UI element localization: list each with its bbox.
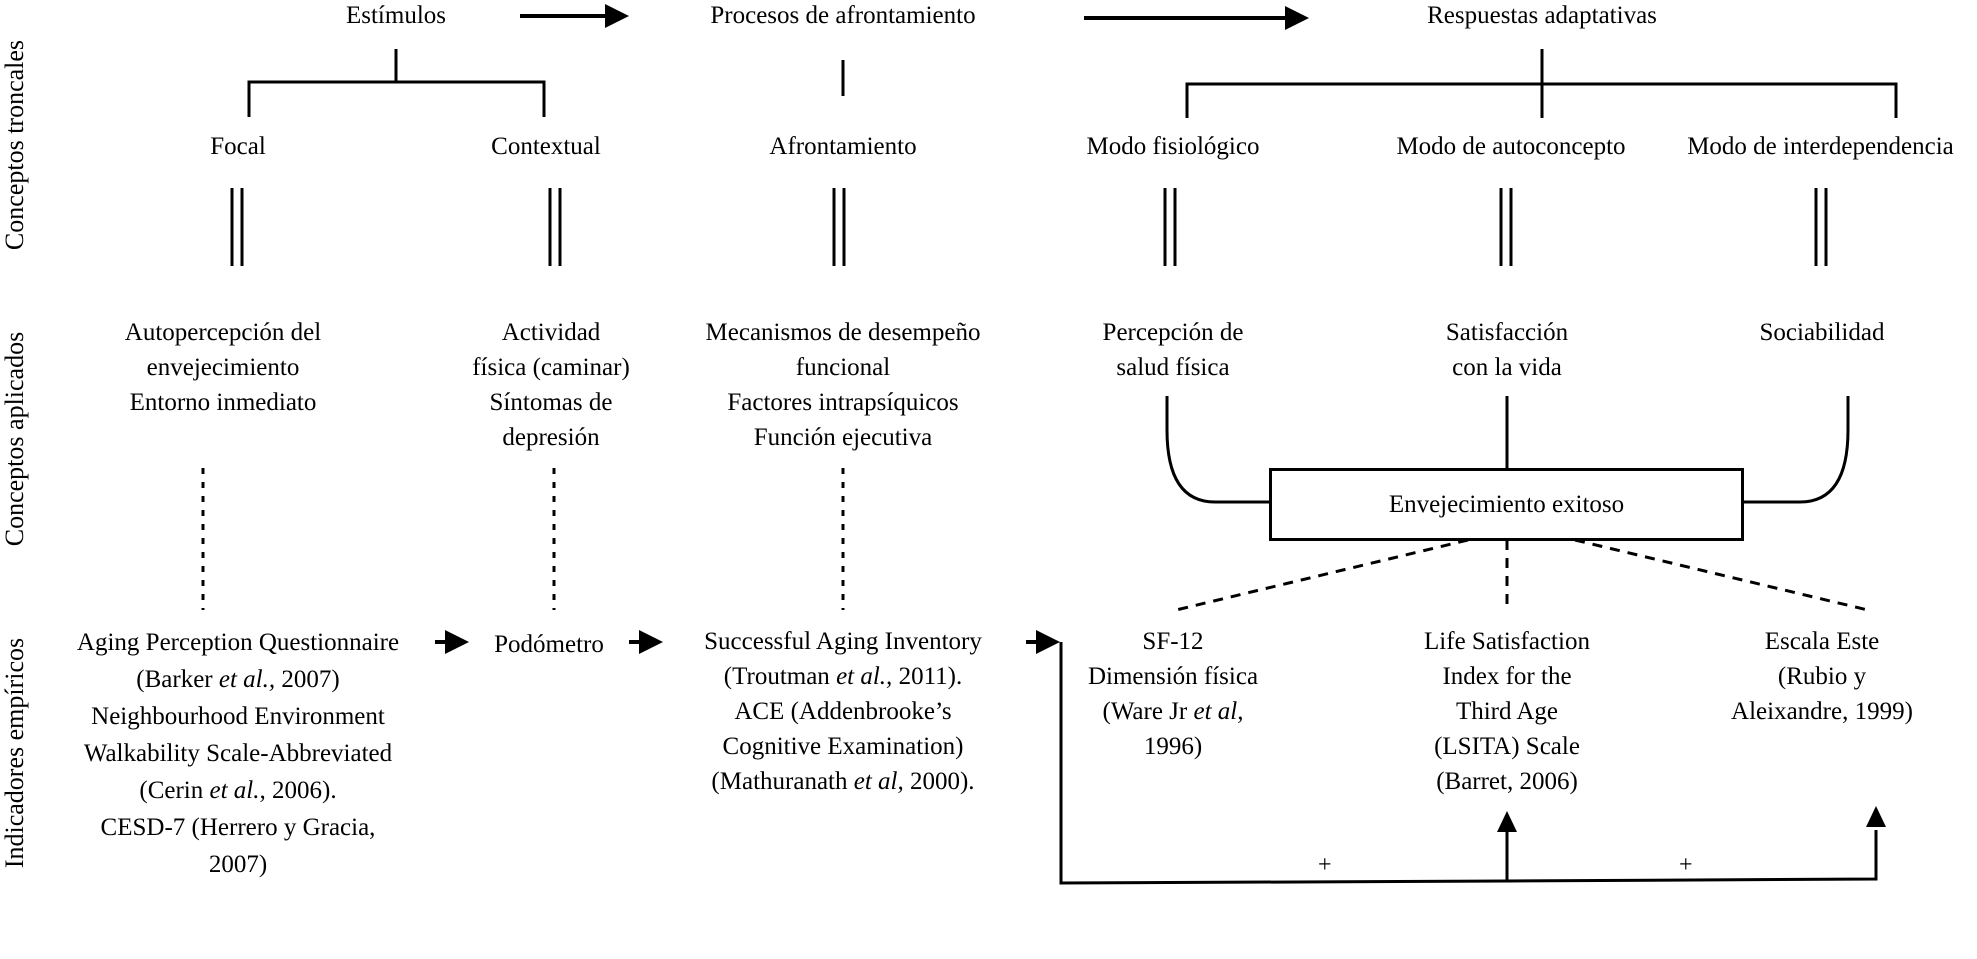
indicator-focal: Aging Perception Questionnaire (Barker e…: [43, 624, 433, 883]
text-line: Dimensión física: [1087, 663, 1259, 690]
text-line: Actividad: [501, 319, 601, 346]
indicator-interdependence: Escala Este (Rubio y Aleixandre, 1999): [1702, 624, 1942, 729]
trunk-coping: Afrontamiento: [769, 133, 917, 160]
feedback-sign-1: +: [1318, 852, 1332, 878]
text-line: (Rubio y: [1777, 663, 1867, 690]
text-line: Síntomas de: [489, 389, 613, 416]
dotted-connectors: [201, 468, 845, 610]
text-line: ACE (Addenbrooke’s: [734, 698, 952, 725]
indicator-contextual: Podómetro: [494, 631, 604, 658]
text-line: física (caminar): [472, 354, 630, 381]
arrowhead-lsita: [1497, 811, 1517, 832]
text-line: (Barker et al., 2007): [136, 666, 340, 693]
text-line: Escala Este: [1764, 628, 1880, 655]
text-line: (Cerin et al., 2006).: [139, 777, 337, 804]
text-line: Aging Perception Questionnaire: [76, 629, 400, 656]
text-line: (Ware Jr et al,: [1102, 698, 1244, 725]
text-line: Función ejecutiva: [753, 424, 933, 451]
text-line: (LSITA) Scale: [1434, 733, 1580, 760]
text-line: (Barret, 2006): [1436, 768, 1578, 795]
text-line: 2007): [208, 851, 268, 878]
trunk-physiological-mode: Modo fisiológico: [1086, 133, 1260, 160]
responses-bracket: [1185, 49, 1898, 118]
text-line: funcional: [795, 354, 891, 381]
arrowhead-escala-este: [1866, 806, 1886, 827]
trunk-self-concept-mode: Modo de autoconcepto: [1396, 133, 1626, 160]
text-line: Aleixandre, 1999): [1731, 698, 1913, 725]
text-line: salud física: [1116, 354, 1230, 381]
text-line: Neighbourhood Environment: [91, 703, 385, 730]
row-label-empirical-indicators: Indicadores empíricos: [0, 637, 29, 869]
text-line: Autopercepción del: [124, 319, 322, 346]
feedback-loop: [1059, 642, 1878, 885]
text-line: SF-12: [1142, 628, 1204, 655]
applied-interdependence: Sociabilidad: [1722, 315, 1922, 350]
text-line: Sociabilidad: [1759, 319, 1885, 346]
applied-self-concept: Satisfacción con la vida: [1407, 315, 1607, 385]
text-line: Mecanismos de desempeño: [705, 319, 981, 346]
indicator-self-concept: Life Satisfaction Index for the Third Ag…: [1407, 624, 1607, 799]
text-line: Entorno inmediato: [129, 389, 317, 416]
text-line: Successful Aging Inventory: [704, 628, 982, 655]
text-line: 1996): [1143, 733, 1203, 760]
text-line: Cognitive Examination): [722, 733, 964, 760]
outcome-connectors: [1165, 396, 1850, 504]
text-line: con la vida: [1452, 354, 1562, 381]
applied-contextual: Actividad física (caminar) Síntomas de d…: [446, 315, 656, 455]
adaptive-responses-heading: Respuestas adaptativas: [1427, 2, 1657, 29]
text-line: Life Satisfaction: [1424, 628, 1590, 655]
text-line: Index for the: [1442, 663, 1572, 690]
text-line: envejecimiento: [146, 354, 300, 381]
coping-processes-heading: Procesos de afrontamiento: [710, 2, 976, 29]
trunk-interdependence-mode: Modo de interdependencia: [1687, 133, 1954, 160]
feedback-arrowheads: [1497, 806, 1886, 832]
text-line: depresión: [502, 424, 600, 451]
successful-aging-label: Envejecimiento exitoso: [1388, 490, 1625, 518]
text-line: Walkability Scale-Abbreviated: [83, 740, 393, 767]
successful-aging-box: Envejecimiento exitoso: [1269, 468, 1744, 541]
applied-physiological: Percepción de salud física: [1073, 315, 1273, 385]
row-label-trunk-concepts: Conceptos troncales: [0, 39, 29, 251]
trunk-contextual: Contextual: [491, 133, 601, 160]
applied-focal: Autopercepción del envejecimiento Entorn…: [103, 315, 343, 420]
feedback-sign-2: +: [1679, 852, 1693, 878]
text-line: (Troutman et al., 2011).: [723, 663, 963, 690]
double-line-connectors: [230, 188, 1828, 266]
text-line: Satisfacción: [1445, 319, 1569, 346]
indicator-coping: Successful Aging Inventory (Troutman et …: [673, 624, 1013, 799]
indicator-physiological: SF-12 Dimensión física (Ware Jr et al, 1…: [1068, 624, 1278, 764]
text-line: CESD-7 (Herrero y Gracia,: [100, 814, 376, 841]
text-line: Factores intrapsíquicos: [727, 389, 959, 416]
stimuli-bracket: [247, 49, 546, 117]
text-line: Third Age: [1455, 698, 1559, 725]
row-label-applied-concepts: Conceptos aplicados: [0, 331, 29, 547]
stimuli-heading: Estímulos: [345, 2, 446, 29]
applied-coping: Mecanismos de desempeño funcional Factor…: [673, 315, 1013, 455]
text-line: Percepción de: [1102, 319, 1244, 346]
outcome-dashed-connectors: [1171, 538, 1873, 613]
trunk-focal: Focal: [210, 133, 266, 160]
text-line: (Mathuranath et al, 2000).: [711, 768, 975, 795]
